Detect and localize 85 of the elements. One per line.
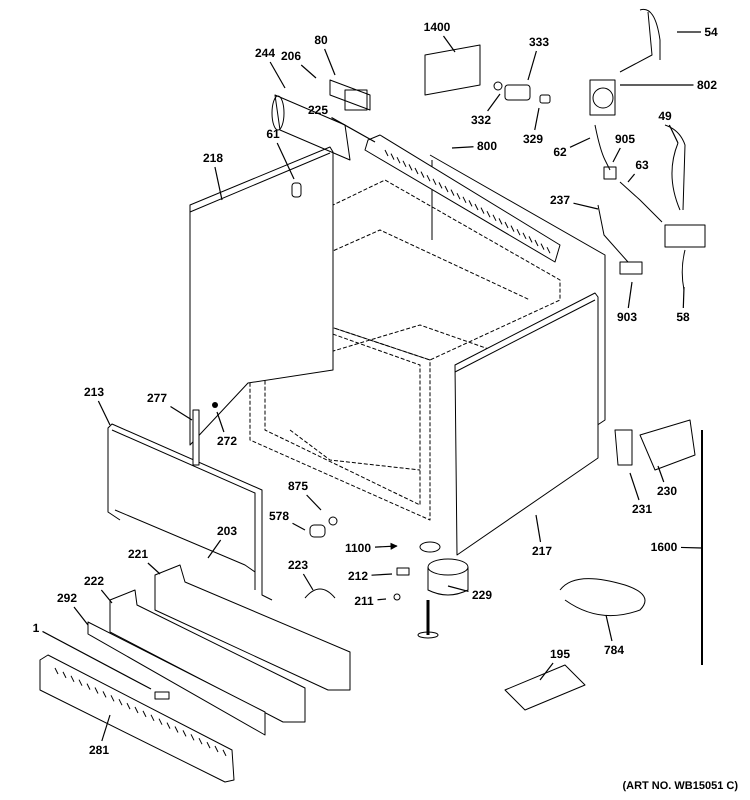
leader-line	[300, 64, 316, 78]
callout-number: 237	[548, 193, 572, 207]
leader-line	[371, 573, 392, 576]
callout-number: 212	[346, 569, 370, 583]
leader-line	[628, 282, 633, 308]
leader-line	[270, 62, 286, 88]
callout-number: 203	[216, 524, 238, 538]
leader-line	[324, 48, 336, 76]
leader-line	[570, 137, 590, 148]
callout-number: 62	[552, 145, 568, 159]
leader-line	[668, 124, 679, 144]
callout-number: 80	[313, 33, 329, 47]
callout-number: 1	[32, 621, 40, 635]
callout-number: 578	[268, 509, 290, 523]
callout-number: 63	[634, 158, 650, 172]
leader-line	[535, 514, 542, 542]
callout-number: 903	[616, 310, 638, 324]
callout-number: 206	[280, 49, 302, 63]
callout-number: 1100	[344, 541, 372, 555]
leader-line	[374, 542, 398, 550]
callout-number: 292	[56, 591, 78, 605]
leader-line	[677, 31, 701, 33]
leader-line	[148, 562, 160, 574]
leader-line	[74, 606, 88, 626]
callout-number: 222	[82, 574, 106, 588]
leader-line	[170, 406, 192, 420]
callout-number: 218	[202, 151, 224, 165]
callout-number: 332	[470, 113, 492, 127]
callout-number: 229	[470, 588, 494, 602]
leader-line	[331, 117, 376, 143]
leader-line	[657, 466, 664, 482]
leader-line	[276, 142, 295, 180]
leader-line	[682, 286, 685, 308]
leader-line	[448, 585, 469, 592]
callout-number: 54	[703, 25, 719, 39]
callout-number: 58	[675, 310, 691, 324]
leader-line	[605, 614, 613, 642]
leader-line	[306, 494, 322, 510]
callout-number: 875	[286, 479, 310, 493]
leader-line	[100, 590, 112, 604]
callout-number: 802	[696, 78, 718, 92]
callout-number: 905	[614, 132, 636, 146]
leader-line	[377, 598, 386, 600]
callout-number: 272	[216, 434, 238, 448]
leader-line	[214, 166, 223, 200]
callout-number: 217	[530, 544, 554, 558]
callout-number: 244	[254, 46, 276, 60]
callout-number: 329	[522, 132, 544, 146]
callout-number: 231	[630, 502, 654, 516]
leader-line	[292, 522, 306, 531]
callout-number: 230	[656, 484, 678, 498]
leader-line	[629, 472, 640, 500]
leader-line	[452, 146, 474, 149]
callout-number: 61	[265, 127, 281, 141]
leader-line	[540, 662, 554, 680]
callout-number: 223	[286, 558, 310, 572]
leader-line	[534, 108, 540, 130]
art-number-note: (ART NO. WB15051 C)	[622, 780, 738, 792]
leader-line	[208, 540, 222, 558]
leader-line	[216, 412, 224, 432]
callout-number: 49	[657, 109, 673, 123]
leader-line	[527, 50, 537, 80]
callout-number: 281	[88, 743, 110, 757]
callout-number: 195	[548, 647, 572, 661]
leader-line	[487, 94, 500, 112]
callout-number: 784	[602, 643, 626, 657]
callout-number: 333	[528, 35, 550, 49]
leader-line	[443, 36, 456, 52]
callout-number: 225	[306, 103, 330, 117]
leader-line	[101, 714, 111, 742]
leader-line	[302, 574, 314, 590]
leader-line	[680, 546, 702, 549]
callout-number: 277	[146, 391, 168, 405]
callout-number: 800	[476, 139, 498, 153]
leader-line	[612, 148, 621, 162]
leader-line	[98, 400, 111, 426]
leader-line	[42, 630, 152, 690]
callout-number: 221	[126, 547, 150, 561]
leader-line	[628, 174, 636, 182]
leader-line	[573, 202, 598, 210]
callout-number: 1600	[650, 540, 678, 554]
callout-number: 1400	[422, 20, 452, 34]
callout-number: 213	[82, 385, 106, 399]
leader-line	[620, 84, 694, 86]
callout-number: 211	[353, 594, 375, 608]
